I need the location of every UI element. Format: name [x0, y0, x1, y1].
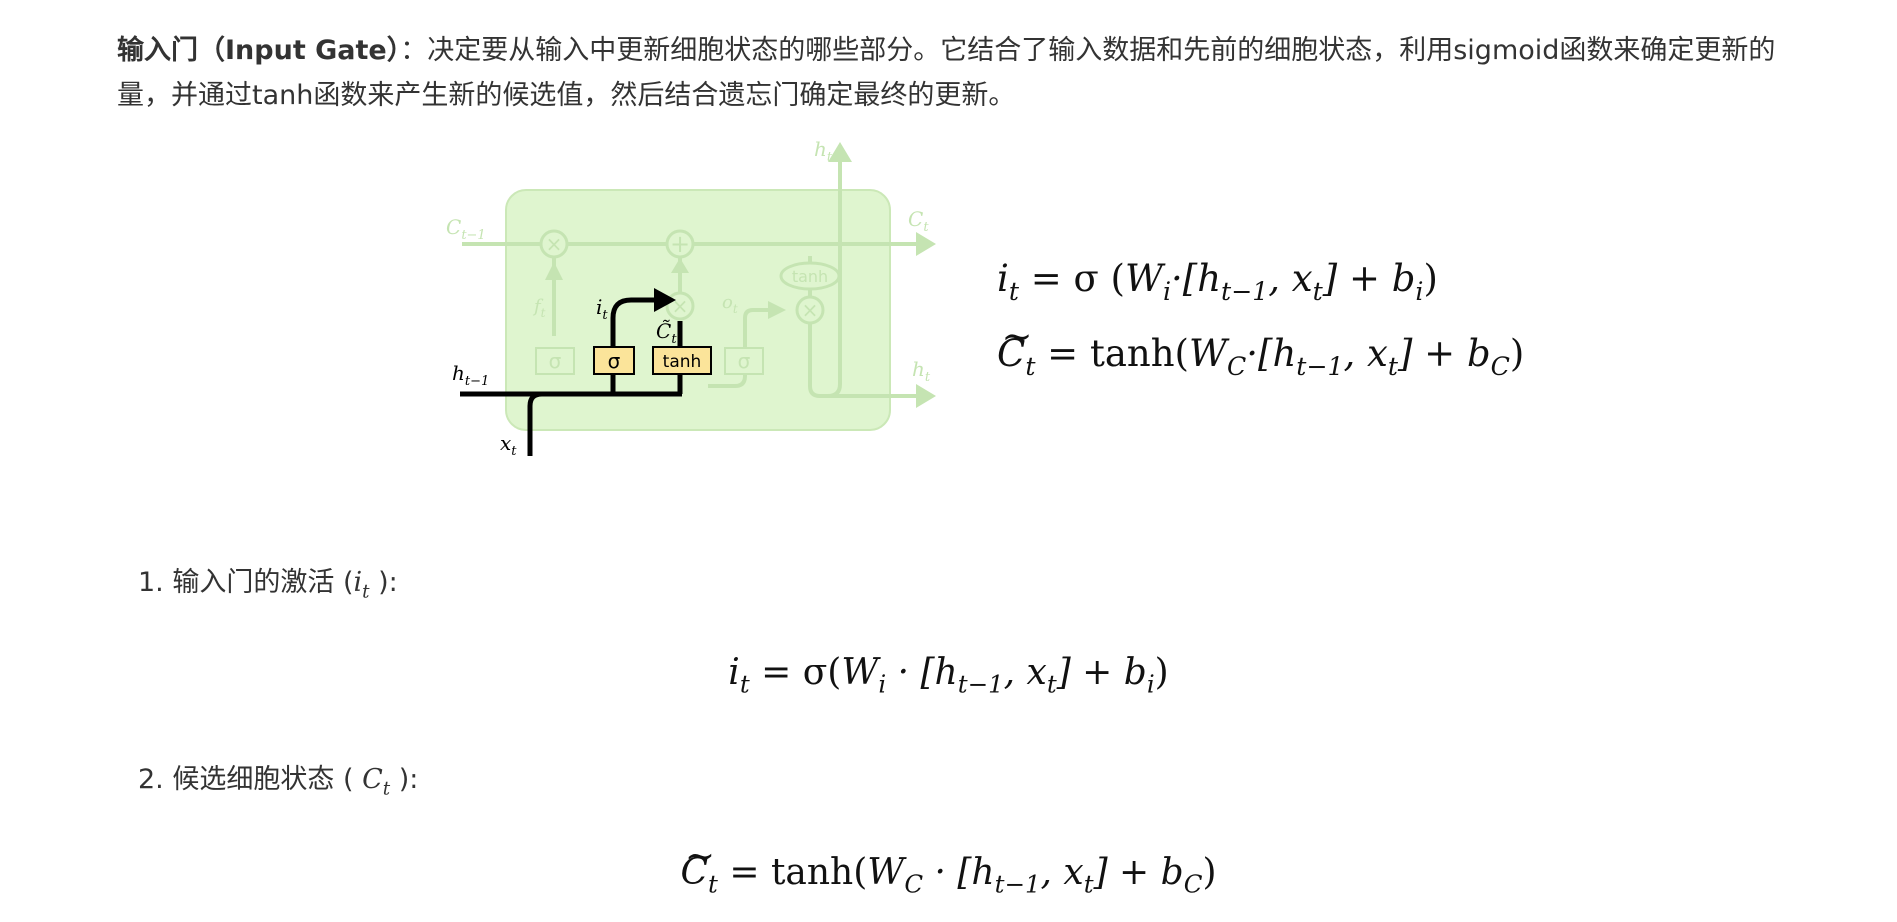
- output-gate-label: ot: [722, 292, 738, 316]
- candidate-label: C̃t: [656, 319, 677, 347]
- svg-text:×: ×: [802, 298, 819, 322]
- list-number: 2.: [138, 764, 164, 795]
- lstm-input-gate-diagram: × + × × tanh σ σ σ tanh Ct−1 Ct ht: [446, 138, 936, 459]
- list-text: 候选细胞状态 (: [172, 764, 363, 795]
- list-item: 1. 输入门的激活 (it ):: [138, 567, 398, 603]
- cell-state-arrow: [916, 232, 936, 256]
- x-input-line: [527, 391, 543, 456]
- svg-text:tanh: tanh: [792, 267, 828, 286]
- side-formula-input-gate: it = σ (Wi·[ht−1, xt] + bi): [997, 257, 1438, 306]
- side-formula-candidate: ~Ct = tanh(WC·[ht−1, xt] + bC): [997, 315, 1525, 381]
- c-prev-label: Ct−1: [446, 215, 486, 243]
- list-number: 1.: [138, 567, 164, 598]
- cell-add-symbol: +: [670, 230, 690, 258]
- list-text: 输入门的激活 (: [172, 567, 354, 598]
- output-gate-sigma: [724, 347, 764, 375]
- display-formula-candidate: ~Ct = tanh(WC · [ht−1, xt] + bC): [680, 835, 1217, 899]
- intro-body: ：决定要从输入中更新细胞状态的哪些部分。它结合了输入数据和先前的细胞状态，利用s…: [117, 35, 1776, 111]
- input-gate-label: it: [596, 295, 608, 323]
- candidate-tanh: [652, 346, 712, 375]
- input-gate-arrow: [610, 297, 658, 348]
- svg-text:σ: σ: [738, 349, 751, 373]
- intro-paragraph: 输入门（Input Gate）：决定要从输入中更新细胞状态的哪些部分。它结合了输…: [117, 28, 1817, 118]
- forget-multiply-symbol: ×: [546, 232, 563, 256]
- side-formulas: it = σ (Wi·[ht−1, xt] + bi) ~Ct = tanh(W…: [997, 248, 1524, 398]
- svg-text:σ: σ: [549, 349, 562, 373]
- h-out-label: ht: [912, 357, 931, 385]
- c-out-label: Ct: [908, 207, 929, 235]
- list-math: C: [362, 764, 383, 795]
- svg-text:tanh: tanh: [663, 352, 702, 372]
- display-formula-input-gate: it = σ(Wi · [ht−1, xt] + bi): [728, 652, 1169, 699]
- h-top-label: ht: [814, 138, 833, 165]
- svg-text:×: ×: [672, 294, 689, 318]
- svg-text:σ: σ: [608, 349, 621, 373]
- forget-gate-sigma: [535, 347, 575, 375]
- input-gate-sigma: [593, 346, 635, 375]
- x-label: xt: [500, 431, 517, 459]
- h-prev-label: ht−1: [452, 361, 489, 389]
- list-math: i: [353, 567, 363, 598]
- intro-title: 输入门（Input Gate）: [117, 35, 401, 66]
- list-item: 2. 候选细胞状态 ( Ct ):: [138, 764, 419, 800]
